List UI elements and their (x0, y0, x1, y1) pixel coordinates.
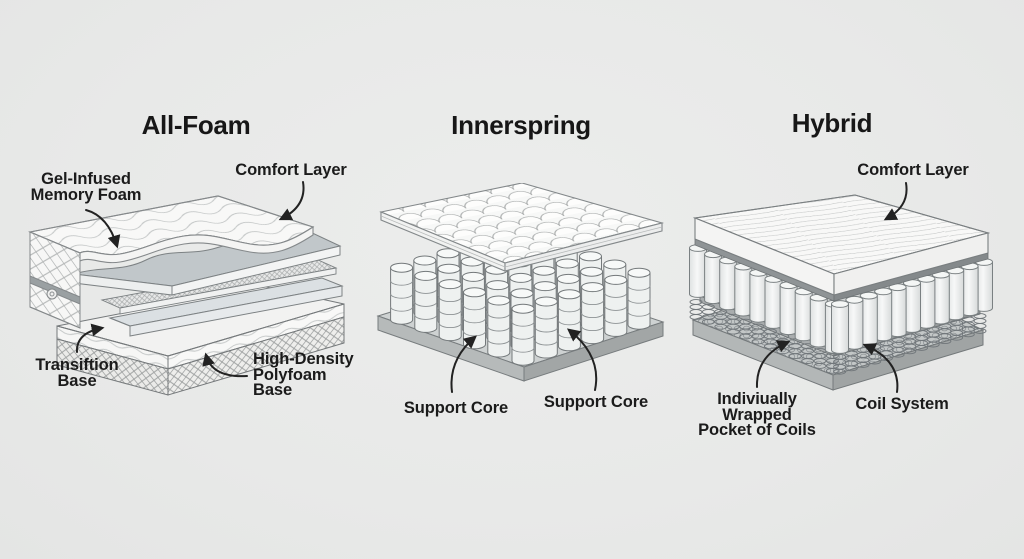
label-line: Base (57, 371, 97, 390)
label-line: Coil System (855, 395, 949, 413)
label-support-core-right: Support Core (543, 393, 649, 411)
label-high-density-polyfoam-base: High-Density Polyfoam Base (253, 350, 354, 399)
label-line: Support Core (403, 399, 509, 417)
label-line: Indiviually (717, 390, 797, 408)
label-line: Memory Foam (30, 185, 142, 204)
quilted-side-panel (29, 231, 81, 329)
label-line: Polyfoam (253, 365, 327, 384)
label-line: Gel-Infused (41, 170, 131, 188)
label-line: Transiftion (35, 356, 119, 374)
label-gel-infused-memory-foam: Gel-Infused Memory Foam (30, 170, 142, 204)
section-title-innerspring: Innerspring (451, 110, 591, 140)
innerspring-illustration (376, 183, 665, 382)
section-title-all-foam: All-Foam (141, 110, 251, 140)
quilted-top-panel (379, 183, 665, 272)
label-line: Comfort Layer (857, 161, 969, 179)
transition-slab (108, 277, 344, 337)
label-line: High-Density (253, 350, 354, 368)
hybrid-illustration (689, 194, 993, 391)
label-line: Wrapped (722, 405, 792, 424)
side-badge (46, 288, 58, 300)
section-title-hybrid: Hybrid (791, 108, 873, 138)
label-comfort-layer-all-foam: Comfort Layer (235, 161, 347, 179)
label-individually-wrapped-pocket-of-coils: Indiviually Wrapped Pocket of Coils (698, 390, 816, 439)
label-comfort-layer-hybrid: Comfort Layer (857, 161, 969, 179)
label-support-core-left: Support Core (403, 399, 509, 417)
comfort-layer-slab (692, 194, 991, 296)
label-line: Pocket of Coils (698, 421, 816, 439)
label-line: Support Core (543, 393, 649, 411)
label-transition-base: Transiftion Base (35, 356, 119, 390)
label-line: Base (253, 381, 293, 399)
label-line: Comfort Layer (235, 161, 347, 179)
label-coil-system: Coil System (855, 395, 949, 413)
